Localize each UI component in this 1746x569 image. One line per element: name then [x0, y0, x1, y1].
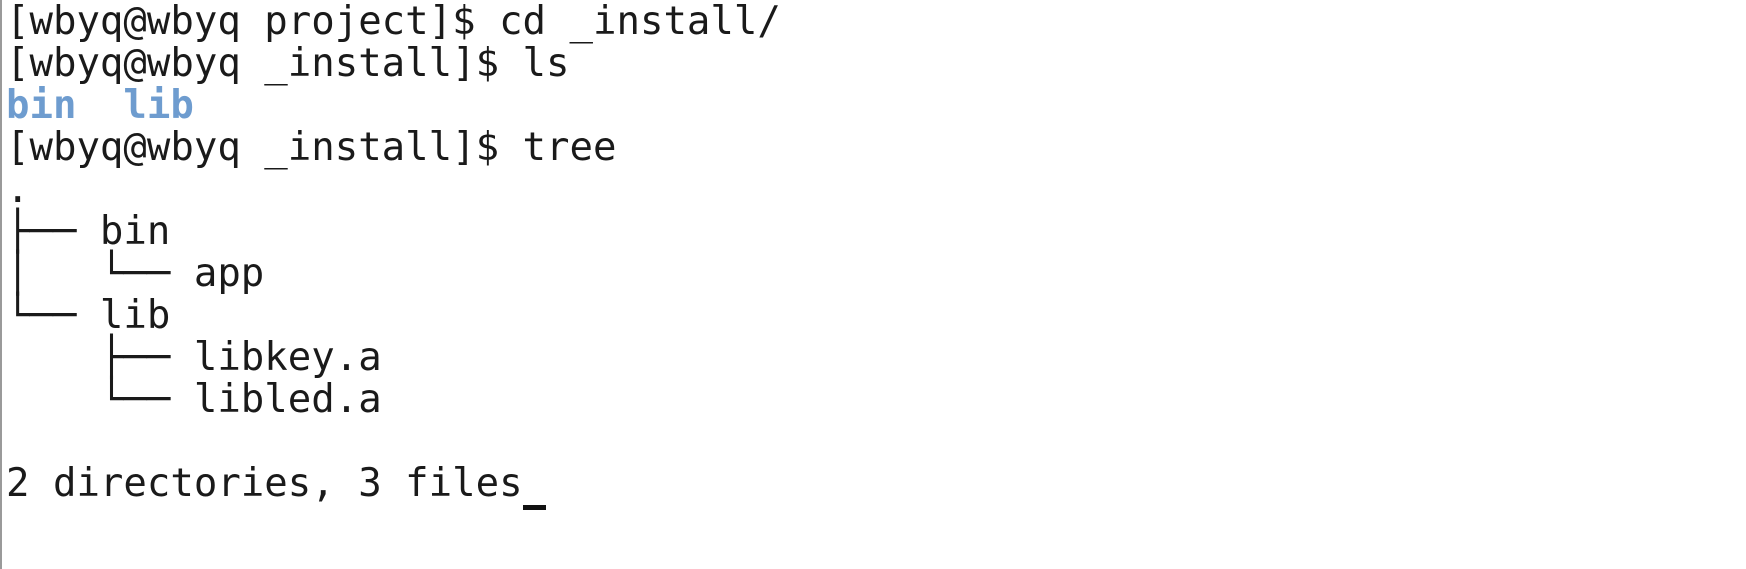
ls-gap [76, 83, 123, 128]
tree-summary: 2 directories, 3 files [6, 461, 523, 506]
tree-lib: └── lib [6, 293, 171, 338]
tree-root: . [6, 167, 30, 212]
dir-lib: lib [123, 83, 194, 128]
command-line-ls: [wbyq@wbyq _install]$ ls [6, 41, 570, 86]
tree-libkey: ├── libkey.a [6, 335, 382, 380]
tree-libled: └── libled.a [6, 377, 382, 422]
command-line-tree: [wbyq@wbyq _install]$ tree [6, 125, 617, 170]
ls-output: bin lib [6, 82, 194, 129]
tree-summary-line: 2 directories, 3 files [6, 460, 546, 510]
tree-app: │ └── app [6, 251, 265, 296]
dir-bin: bin [6, 83, 77, 128]
command-line-cd: [wbyq@wbyq project]$ cd _install/ [6, 0, 781, 44]
text-cursor [522, 505, 546, 510]
tree-bin: ├── bin [6, 209, 171, 254]
